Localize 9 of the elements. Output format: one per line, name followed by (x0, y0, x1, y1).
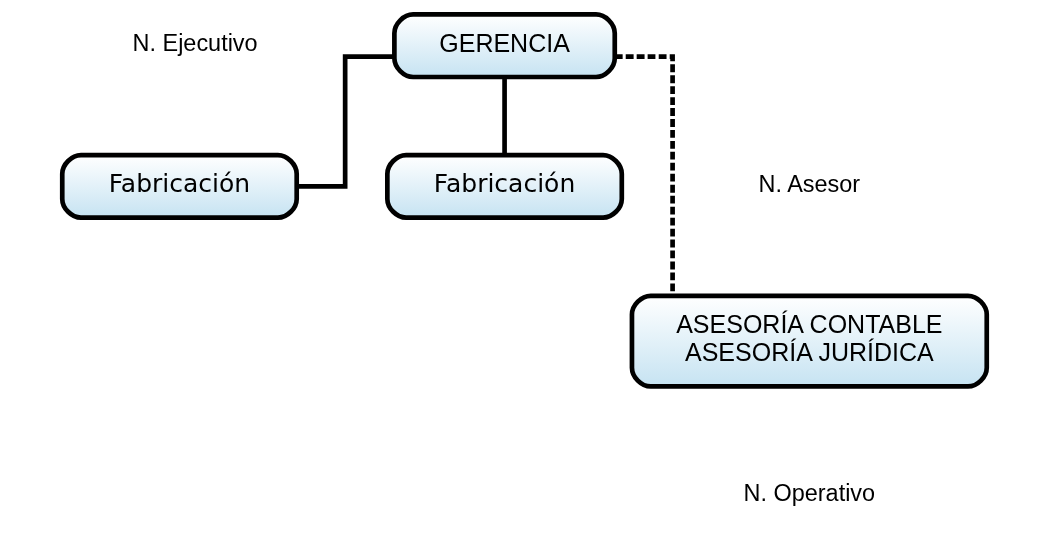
node-box: Fabricación (385, 152, 625, 220)
label: N. Operativo (743, 479, 876, 506)
label: N. Ejecutivo (132, 30, 258, 57)
node-box: GERENCIA (392, 12, 618, 80)
connector (502, 77, 507, 156)
node-box: Fabricación (59, 152, 300, 220)
connector (296, 54, 395, 189)
label: N. Asesor (758, 170, 861, 197)
node-box: ASESORÍA CONTABLE ASESORÍA JURÍDICA (629, 293, 990, 389)
